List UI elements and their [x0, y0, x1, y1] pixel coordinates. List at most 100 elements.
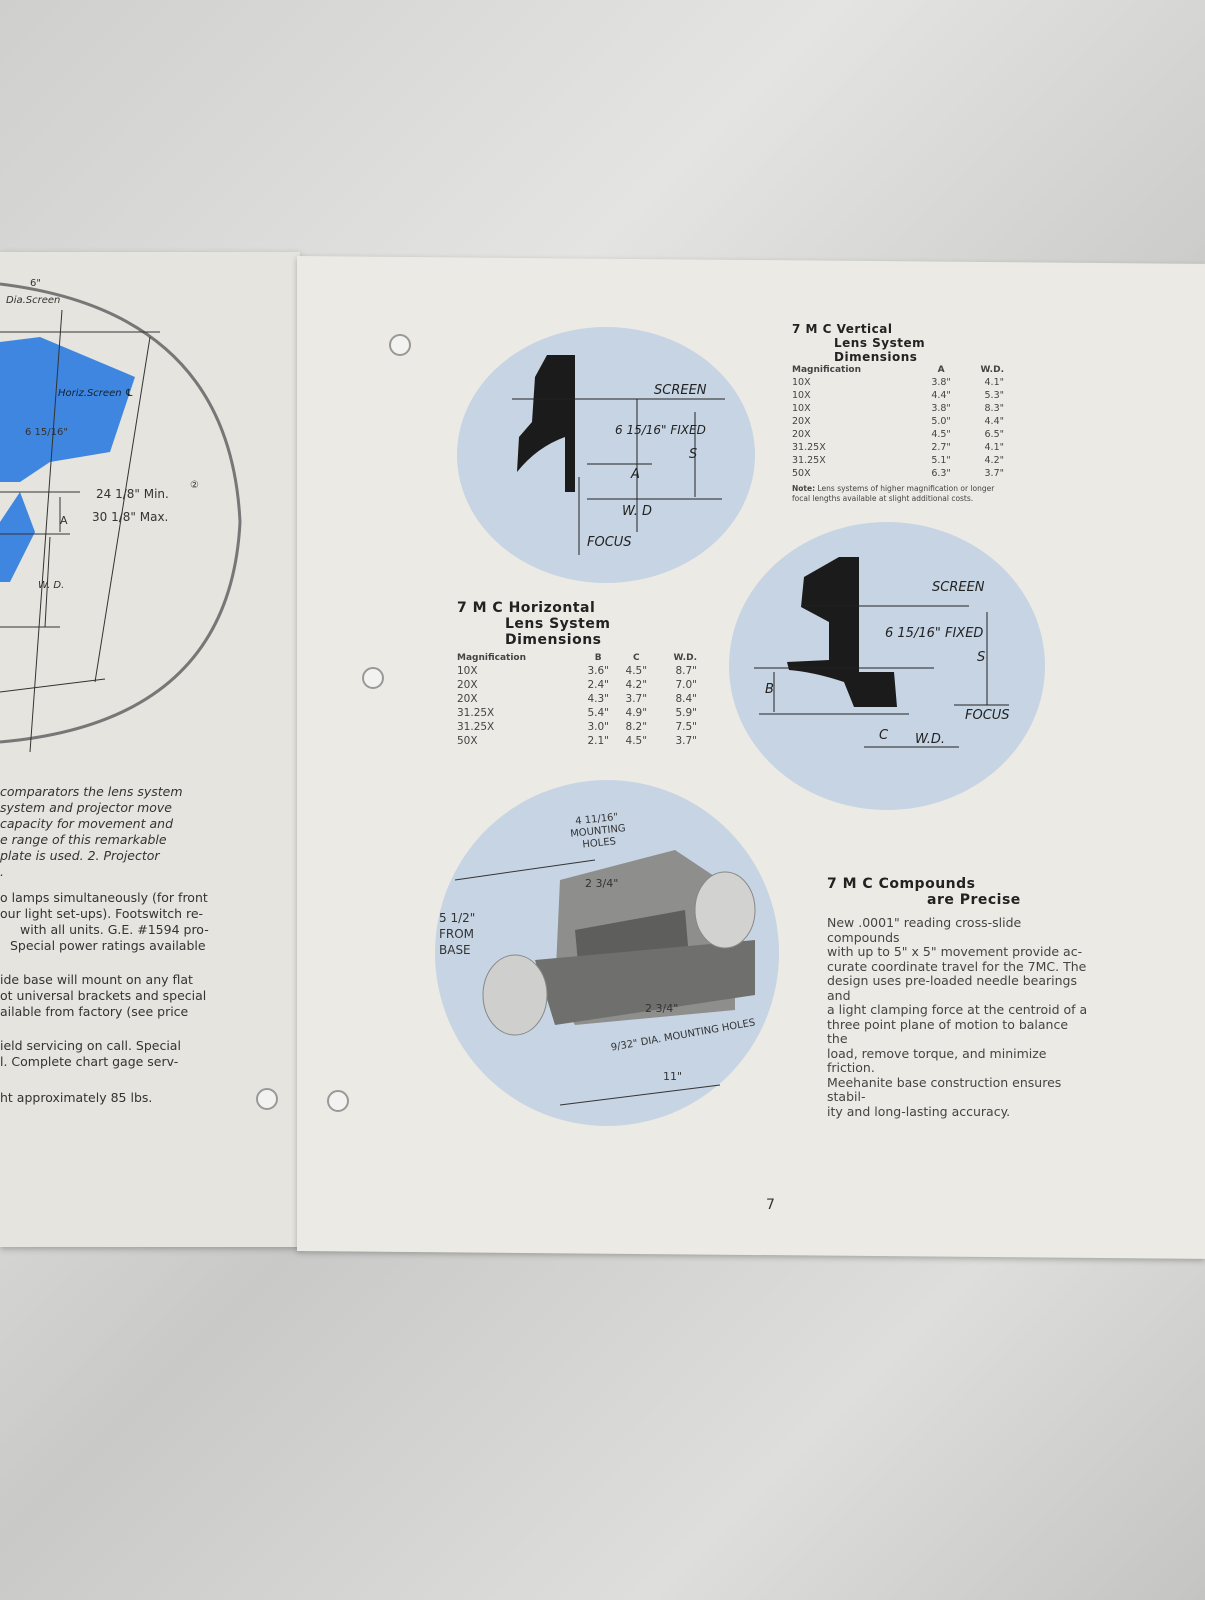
table-title: 7 M C Horizontal	[457, 600, 596, 616]
table-cell: 10X	[457, 665, 478, 677]
table-row: 31.25X 5.4" 4.9" 5.9"	[457, 706, 697, 720]
section-title: 7 M C Compounds	[827, 876, 976, 892]
table-row: 31.25X 2.7" 4.1"	[792, 441, 1004, 454]
text-line: l. Complete chart gage serv-	[0, 1054, 179, 1069]
table-cell: 20X	[457, 679, 478, 691]
note-text: Lens systems of higher magnification or …	[792, 484, 995, 503]
table-cell: 5.9"	[675, 707, 697, 719]
binder-hole	[327, 1090, 349, 1112]
text-line: ht approximately 85 lbs.	[0, 1090, 153, 1105]
bottom-inner-label: 2 3/4"	[645, 1002, 679, 1015]
inner-dimension-label: 2 3/4"	[585, 877, 619, 890]
col-header: C	[632, 653, 640, 663]
table-cell: 3.8"	[931, 377, 951, 388]
table-cell: 7.0"	[675, 679, 697, 691]
table-cell: 10X	[792, 390, 811, 401]
min-note-marker: ②	[190, 480, 199, 491]
table-cell: 8.3"	[984, 403, 1004, 414]
text-line: comparators the lens system	[0, 784, 183, 799]
text-line: ide base will mount on any flat	[0, 972, 193, 987]
table-cell: 8.2"	[625, 721, 648, 733]
paragraph: ht approximately 85 lbs.	[0, 1090, 209, 1106]
page-number: 7	[766, 1197, 775, 1213]
text-line: ity and long-lasting accuracy.	[827, 1103, 1011, 1119]
left-page: 6" Dia.Screen Horiz.Screen ℄ 6 15/16" 24…	[0, 252, 300, 1247]
dia-screen-label: Dia.Screen	[6, 295, 61, 306]
table-cell: 5.0"	[931, 416, 951, 427]
table-cell: 4.1"	[984, 442, 1004, 453]
text-line: Meehanite base construction ensures stab…	[827, 1074, 1062, 1104]
text-line: our light set-ups). Footswitch re-	[0, 906, 204, 921]
a-label: A	[60, 514, 68, 527]
col-header: W.D.	[980, 365, 1004, 375]
height-min-label: 24 1/8" Min.	[96, 487, 169, 501]
table-cell: 10X	[792, 403, 811, 414]
table-note: Note: Lens systems of higher magnificati…	[792, 484, 1004, 504]
horizontal-lens-art	[754, 557, 1009, 748]
length-label: 11"	[663, 1070, 683, 1083]
compound-art	[454, 850, 756, 1106]
c-label: C	[879, 728, 889, 743]
table-cell: 20X	[792, 416, 811, 427]
fixed-label: 6 15/16" FIXED	[615, 423, 706, 437]
table-cell: 4.9"	[625, 707, 648, 719]
table-cell: 31.25X	[792, 442, 826, 453]
col-header: Magnification	[792, 365, 862, 375]
table-cell: 5.3"	[984, 390, 1004, 401]
vertical-lens-table: 7 M C Vertical Lens System Dimensions Ma…	[792, 322, 1004, 504]
table-cell: 6.5"	[984, 429, 1004, 440]
compound-diagram: 4 11/16" MOUNTING HOLES 2 3/4" 5 1/2" FR…	[435, 780, 779, 1126]
col-header: A	[937, 365, 945, 375]
projector-diagram-art	[0, 282, 242, 753]
binder-hole	[256, 1088, 278, 1110]
horiz-screen-label: Horiz.Screen ℄	[58, 388, 134, 399]
s-label: S	[977, 650, 986, 665]
b-label: B	[765, 682, 774, 697]
table-cell: 8.7"	[675, 665, 697, 677]
table-cell: 3.6"	[587, 665, 609, 677]
table-subtitle: Lens System Dimensions	[505, 616, 611, 648]
focus-label: FOCUS	[965, 708, 1010, 723]
table-cell: 6.3"	[931, 468, 951, 479]
table-cell: 4.2"	[984, 455, 1004, 466]
text-line: curate coordinate travel for the 7MC. Th…	[827, 958, 1087, 974]
table-cell: 3.7"	[625, 693, 648, 705]
col-header: B	[594, 653, 602, 663]
text-line: load, remove torque, and minimize fricti…	[827, 1045, 1047, 1075]
paragraph: comparators the lens system system and p…	[0, 784, 209, 880]
text-line: o lamps simultaneously (for front	[0, 890, 208, 905]
table-cell: 5.1"	[931, 455, 951, 466]
table-cell: 5.4"	[587, 707, 609, 719]
wd-label: W.D.	[915, 732, 946, 747]
table-cell: 2.7"	[931, 442, 951, 453]
screen-label: SCREEN	[932, 580, 985, 595]
left-text: comparators the lens system system and p…	[0, 784, 209, 1106]
text-line: a light clamping force at the centroid o…	[827, 1002, 1088, 1017]
table-cell: 31.25X	[457, 707, 495, 719]
table-cell: 3.7"	[984, 468, 1004, 479]
table-cell: 50X	[792, 468, 811, 479]
paragraph: ield servicing on call. Special l. Compl…	[0, 1038, 209, 1070]
table-title: 7 M C Vertical	[792, 322, 893, 336]
table-cell: 2.4"	[587, 679, 609, 691]
text-line: with all units. G.E. #1594 pro-	[20, 922, 209, 937]
table-cell: 8.4"	[675, 693, 697, 705]
section-subtitle: are Precise	[927, 892, 1021, 908]
wd-label: W. D	[622, 504, 653, 519]
col-header: W.D.	[673, 653, 697, 663]
horizontal-lens-diagram: SCREEN 6 15/16" FIXED S B C W.D. FOCUS	[729, 522, 1045, 810]
text-line: ailable from factory (see price	[0, 1004, 189, 1019]
text-line: .	[0, 864, 4, 879]
horizontal-lens-table: 7 M C Horizontal Lens System Dimensions …	[457, 600, 697, 748]
s-label: S	[689, 447, 698, 462]
table-cell: 20X	[457, 693, 478, 705]
